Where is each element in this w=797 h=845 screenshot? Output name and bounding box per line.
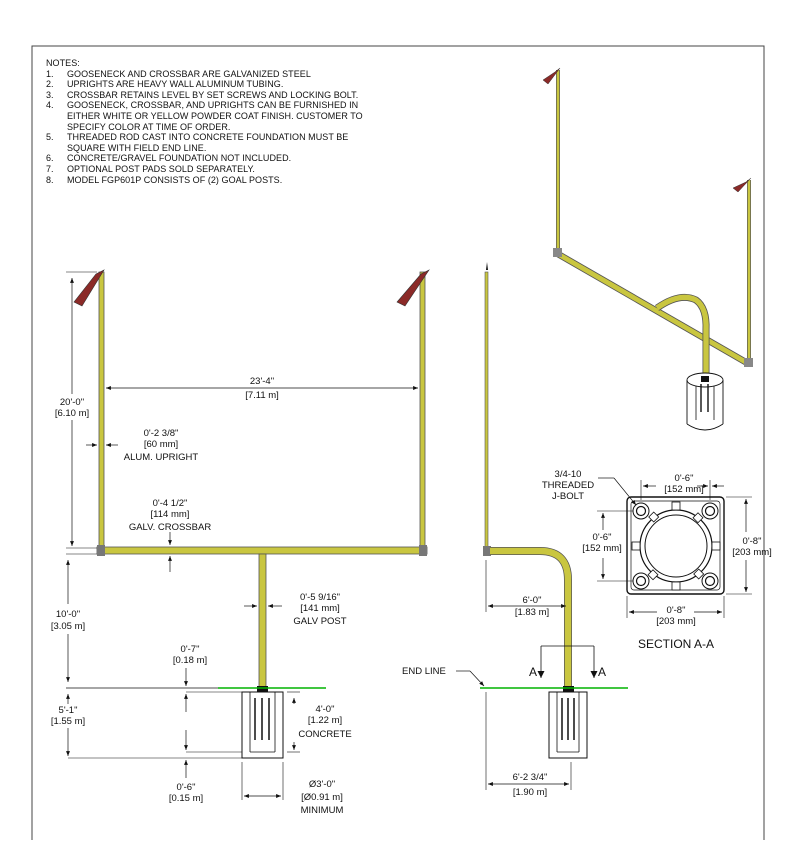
note-text: MODEL FGP601P CONSISTS OF (2) GOAL POSTS… — [67, 174, 283, 185]
crossbar-height-ft: 10'-0" — [56, 609, 80, 620]
note-text: UPRIGHTS ARE HEAVY WALL ALUMINUM TUBING. — [67, 79, 284, 90]
bolt-spacing-top-mm: [152 mm] — [664, 484, 704, 495]
note-item: 6. CONCRETE/GRAVEL FOUNDATION NOT INCLUDE… — [46, 153, 466, 164]
concrete-label: CONCRETE — [298, 729, 351, 740]
front-view: 20'-0" [6.10 m] 23'-4" [7.11 m] 0'-2 3/8… — [51, 269, 430, 816]
height-m: [6.10 m] — [55, 408, 89, 419]
section-title: SECTION A-A — [638, 637, 714, 651]
width-ft: 23'-4" — [250, 376, 274, 387]
gravel-ft: 0'-6" — [177, 782, 196, 793]
post-mm: [141 mm] — [300, 603, 340, 614]
note-item: 7. OPTIONAL POST PADS SOLD SEPARATELY. — [46, 164, 466, 175]
concrete-m: [1.22 m] — [308, 715, 342, 726]
note-item: 4. GOOSENECK, CROSSBAR, AND UPRIGHTS CAN … — [46, 100, 466, 132]
upright-ft: 0'-2 3/8" — [144, 428, 179, 439]
depth-m: [1.55 m] — [51, 716, 85, 727]
offset-m: [1.83 m] — [515, 607, 549, 618]
width-m: [7.11 m] — [245, 390, 279, 401]
note-number: 2. — [46, 79, 54, 90]
section-aa: 3/4-10 THREADED J-BOLT 0'-6" [152 mm] 0'… — [542, 469, 772, 651]
right-upright — [419, 271, 426, 551]
bolt-spacing-left-ft: 0'-6" — [593, 532, 612, 543]
post-ft: 0'-5 9/16" — [300, 592, 340, 603]
note-text: GOOSENECK, CROSSBAR, AND UPRIGHTS CAN BE… — [67, 100, 363, 132]
notes-heading: NOTES: — [46, 58, 80, 68]
notes-block: NOTES: 1. GOOSENECK AND CROSSBAR ARE GALV… — [46, 58, 466, 185]
note-text: OPTIONAL POST PADS SOLD SEPARATELY. — [67, 163, 255, 174]
gravel-m: [0.15 m] — [169, 793, 203, 804]
section-mark-left: A — [529, 665, 537, 679]
left-upright — [98, 271, 105, 551]
note-number: 3. — [46, 89, 54, 100]
crossbar-ft: 0'-4 1/2" — [153, 498, 188, 509]
side-view: END LINE A A 6'-0" [1.83 m] 6'-2 3/4" [1… — [402, 262, 628, 798]
jbolt-line-2: THREADED — [542, 480, 594, 491]
left-collar — [97, 545, 105, 556]
foundation — [241, 691, 284, 759]
upright-label: ALUM. UPRIGHT — [124, 452, 199, 463]
offset-ft: 6'-0" — [523, 595, 542, 606]
plate-bottom-ft: 0'-8" — [667, 605, 686, 616]
bolt-spacing-top-ft: 0'-6" — [675, 473, 694, 484]
section-mark-right: A — [598, 665, 606, 679]
base-height-ft: 0'-7" — [181, 644, 200, 655]
side-foundation — [548, 691, 588, 759]
total-offset-m: [1.90 m] — [513, 787, 547, 798]
note-number: 6. — [46, 153, 54, 164]
concrete-ft: 4'-0" — [316, 704, 335, 715]
note-number: 1. — [46, 68, 54, 79]
plate-right-mm: [203 mm] — [732, 547, 772, 558]
total-offset-ft: 6'-2 3/4" — [513, 772, 548, 783]
depth-ft: 5'-1" — [59, 705, 78, 716]
note-number: 7. — [46, 163, 54, 174]
gooseneck — [490, 547, 572, 688]
isometric-view — [542, 67, 753, 431]
plate-bottom-mm: [203 mm] — [656, 616, 696, 627]
bolt-spacing-left-mm: [152 mm] — [582, 543, 622, 554]
note-text: CROSSBAR RETAINS LEVEL BY SET SCREWS AND… — [67, 89, 359, 100]
crossbar-mm: [114 mm] — [151, 509, 190, 520]
note-number: 5. — [46, 132, 54, 143]
sheet-border — [31, 45, 765, 845]
note-item: 2. UPRIGHTS ARE HEAVY WALL ALUMINUM TUBIN… — [46, 79, 466, 90]
note-item: 1. GOOSENECK AND CROSSBAR ARE GALVANIZED … — [46, 69, 466, 80]
upright-mm: [60 mm] — [144, 439, 178, 450]
plate-right-ft: 0'-8" — [743, 536, 762, 547]
diameter-ft: Ø3'-0" — [309, 779, 335, 790]
jbolt-line-1: 3/4-10 — [555, 469, 582, 480]
side-upright — [484, 271, 489, 551]
post-base — [257, 686, 268, 692]
note-text: CONCRETE/GRAVEL FOUNDATION NOT INCLUDED. — [67, 153, 292, 164]
note-item: 8. MODEL FGP601P CONSISTS OF (2) GOAL POS… — [46, 175, 466, 186]
height-ft: 20'-0" — [60, 397, 84, 408]
note-text: GOOSENECK AND CROSSBAR ARE GALVANIZED ST… — [67, 68, 311, 79]
jbolt-line-3: J-BOLT — [552, 491, 584, 502]
right-pad — [396, 269, 430, 307]
note-item: 5. THREADED ROD CAST INTO CONCRETE FOUNDA… — [46, 132, 466, 153]
crossbar — [96, 546, 428, 555]
note-text: THREADED ROD CAST INTO CONCRETE FOUNDATI… — [67, 132, 349, 153]
crossbar-label: GALV. CROSSBAR — [129, 522, 212, 533]
post — [258, 553, 267, 689]
note-item: 3. CROSSBAR RETAINS LEVEL BY SET SCREWS A… — [46, 90, 466, 101]
base-height-m: [0.18 m] — [173, 655, 207, 666]
note-number: 8. — [46, 174, 54, 185]
crossbar-height-m: [3.05 m] — [51, 621, 85, 632]
post-label: GALV POST — [293, 616, 346, 627]
diameter-label: MINIMUM — [301, 805, 344, 816]
left-pad — [73, 269, 105, 307]
note-number: 4. — [46, 100, 54, 111]
right-collar — [419, 545, 427, 556]
end-line-label: END LINE — [402, 666, 446, 677]
diameter-m: [Ø0.91 m] — [301, 792, 343, 803]
